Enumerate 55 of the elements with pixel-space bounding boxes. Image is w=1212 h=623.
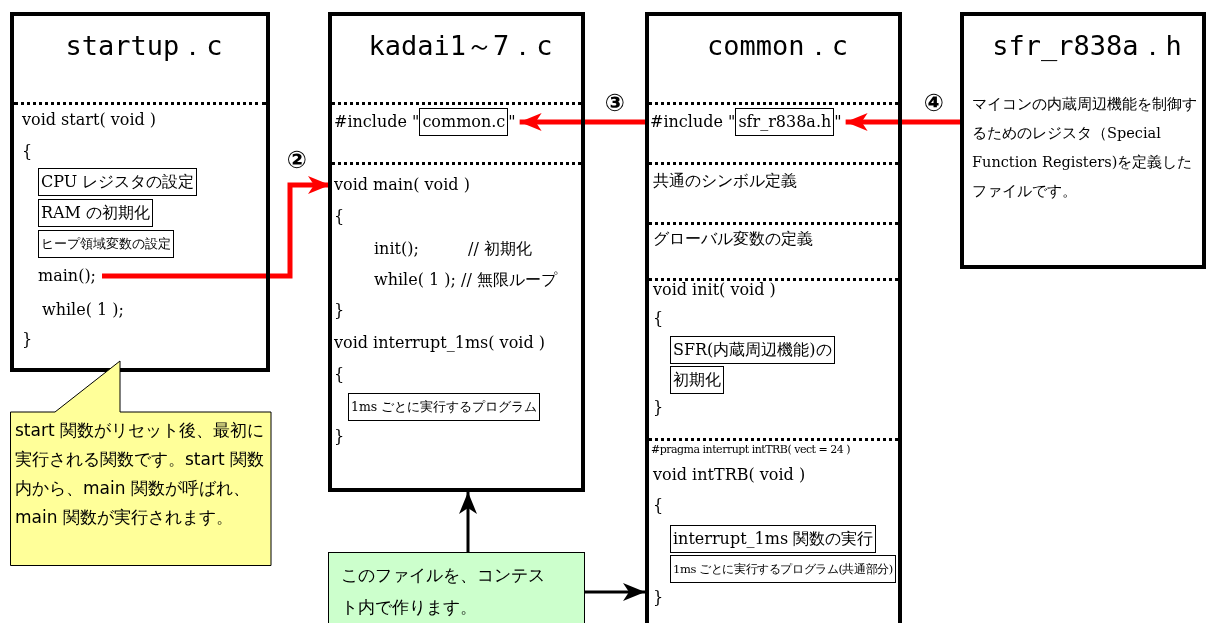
- code-text: ": [508, 111, 516, 133]
- highlight-box: sfr_r838a.h: [735, 108, 835, 136]
- code-text: }: [653, 397, 664, 419]
- highlight-box: 1ms ごとに実行するプログラム: [348, 393, 541, 421]
- code-text: #pragma interrupt intTRB( vect = 24 ): [651, 442, 850, 458]
- arrow: [459, 492, 477, 552]
- code-text: ": [834, 111, 842, 133]
- code-text: }: [653, 587, 664, 609]
- highlight-box: ヒープ領域変数の設定: [38, 230, 174, 258]
- code-text: {: [334, 364, 345, 386]
- code-text: {: [22, 141, 33, 163]
- code-text: void main( void ): [334, 174, 470, 196]
- highlight-box: 1ms ごとに実行するプログラム(共通部分): [670, 555, 896, 583]
- code-text: #include ": [650, 111, 736, 133]
- code-text: main();: [38, 263, 96, 289]
- code-text: }: [334, 426, 345, 448]
- code-text: #include ": [334, 111, 420, 133]
- file-title: kadai1～7．c: [367, 29, 554, 63]
- note-text: このファイルを、コンテスト内で作ります。: [341, 564, 546, 619]
- callout-text: start 関数がリセット後、最初に実行される関数です。start 関数内から、main 関数が呼ばれ、main 関数が実行されます。: [15, 419, 265, 529]
- file-box: [328, 12, 585, 492]
- code-text: {: [334, 206, 345, 228]
- code-text: {: [653, 308, 664, 330]
- arrow: [519, 113, 645, 131]
- highlight-box: interrupt_1ms 関数の実行: [670, 525, 877, 553]
- arrow: [585, 583, 645, 601]
- code-text: グローバル変数の定義: [653, 228, 813, 250]
- code-text: void start( void ): [22, 109, 157, 131]
- callout-bubble: [10, 360, 272, 566]
- file-title: common．c: [706, 29, 849, 63]
- arrow: [845, 113, 960, 131]
- code-text: void interrupt_1ms( void ): [334, 332, 545, 354]
- note-box: [328, 552, 585, 623]
- highlight-box: common.c: [419, 108, 509, 136]
- highlight-box: 初期化: [670, 366, 724, 394]
- code-text: }: [22, 329, 33, 351]
- code-text: // 初期化: [468, 238, 532, 260]
- code-text: init();: [374, 238, 419, 260]
- highlight-box: SFR(内蔵周辺機能)の: [670, 336, 835, 364]
- code-text: void init( void ): [653, 279, 776, 301]
- description-text: マイコンの内蔵周辺機能を制御するためのレジスタ（Special Function Registers)を定義したファイルです。: [972, 95, 1198, 201]
- file-title: startup．c: [64, 29, 224, 63]
- code-text: while( 1 );: [42, 299, 124, 321]
- highlight-box: RAM の初期化: [38, 199, 154, 227]
- code-text: 共通のシンボル定義: [653, 170, 797, 192]
- code-text: }: [334, 300, 345, 322]
- code-text: while( 1 ); // 無限ループ: [374, 269, 557, 291]
- code-text: {: [653, 495, 664, 517]
- code-text: void intTRB( void ): [653, 464, 806, 486]
- arrow: [102, 176, 330, 279]
- file-box: [960, 12, 1206, 269]
- file-box: [10, 12, 270, 372]
- file-title: sfr_r838a．h: [991, 29, 1183, 63]
- file-box: [645, 12, 902, 623]
- highlight-box: CPU レジスタの設定: [38, 168, 198, 196]
